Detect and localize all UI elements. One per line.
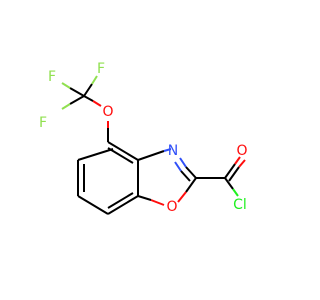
bond	[163, 148, 172, 152]
bond	[180, 170, 191, 182]
bond	[77, 148, 114, 161]
bond	[107, 192, 134, 209]
bond	[179, 157, 187, 168]
bond	[234, 156, 241, 165]
bond	[91, 75, 98, 85]
bond	[83, 95, 94, 102]
fluorine-atom-label: F	[48, 69, 56, 85]
bond	[174, 161, 182, 172]
carbonyl-oxygen-atom-label: O	[236, 143, 247, 159]
trifluoromethoxy-group	[61, 75, 109, 142]
bond	[185, 177, 197, 193]
chemical-structure: F F F O N O O Cl	[39, 61, 248, 215]
bond	[83, 83, 93, 97]
bond	[232, 188, 239, 197]
bond	[224, 163, 236, 179]
fluorine-atom-label: F	[39, 115, 47, 131]
oxazole-ring	[137, 148, 197, 206]
bond	[92, 100, 102, 107]
bond	[107, 147, 134, 164]
bond	[137, 150, 165, 161]
bond	[238, 159, 246, 168]
bond	[185, 166, 197, 179]
bond	[150, 199, 165, 206]
ring-oxygen-atom-label: O	[166, 199, 177, 215]
ether-oxygen-atom-label: O	[102, 104, 113, 120]
bond	[228, 166, 240, 182]
bond	[177, 191, 187, 203]
bond	[69, 95, 85, 105]
bond	[61, 82, 71, 89]
benzene-ring	[77, 141, 139, 215]
bond	[107, 141, 139, 161]
bond	[137, 195, 152, 201]
bond	[224, 177, 234, 190]
fluorine-atom-label: F	[97, 61, 105, 77]
acyl-chloride-group	[196, 156, 246, 197]
bond	[107, 195, 139, 215]
chlorine-atom-label: Cl	[233, 197, 247, 213]
bond	[77, 195, 109, 215]
bond	[61, 103, 71, 110]
nitrogen-atom-label: N	[168, 143, 178, 159]
bond	[69, 87, 85, 97]
